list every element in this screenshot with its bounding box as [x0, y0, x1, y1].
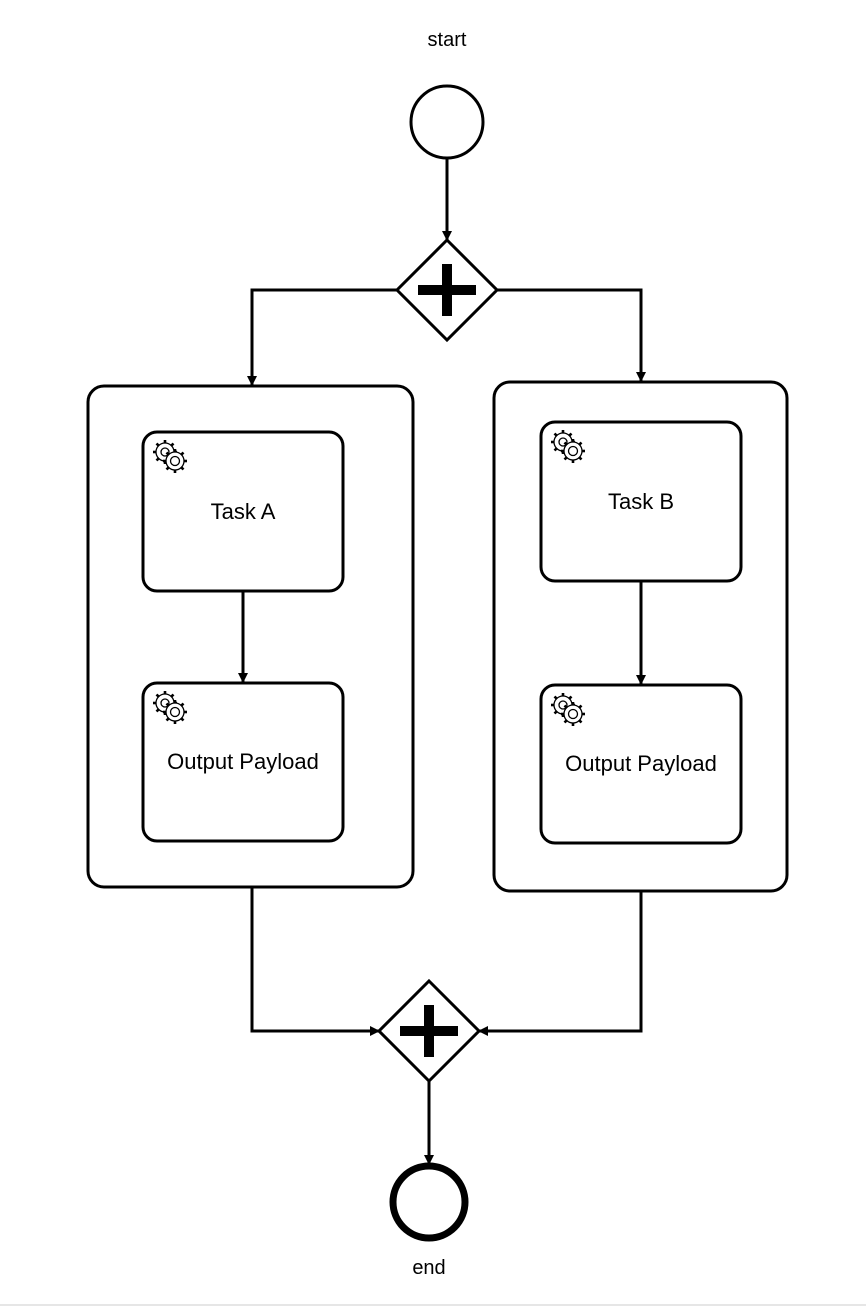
flow-split-to-subprocess-b[interactable]	[497, 288, 646, 382]
flow-subprocess-a-to-join[interactable]	[250, 887, 380, 1036]
task-b-label: Task B	[608, 489, 674, 514]
output-payload-a-label: Output Payload	[167, 749, 319, 774]
end-event-label: end	[412, 1257, 445, 1279]
end-event[interactable]	[389, 1162, 469, 1242]
output-payload-b-label: Output Payload	[565, 751, 717, 776]
task-output-payload-b[interactable]: Output Payload	[539, 683, 743, 845]
task-a[interactable]: Task A	[141, 430, 345, 593]
task-output-payload-a[interactable]: Output Payload	[141, 681, 345, 843]
split-gateway[interactable]	[394, 237, 500, 343]
start-event[interactable]	[409, 84, 485, 160]
flow-subprocess-b-to-join[interactable]	[478, 891, 643, 1036]
task-a-label: Task A	[211, 499, 276, 524]
canvas-bottom-border	[0, 1304, 866, 1306]
parallel-plus-icon-bar	[418, 285, 476, 295]
flow-split-to-subprocess-a[interactable]	[247, 288, 397, 386]
parallel-plus-icon-bar	[400, 1026, 458, 1036]
start-event-label: start	[428, 29, 467, 51]
join-gateway[interactable]	[376, 978, 482, 1084]
task-b[interactable]: Task B	[539, 420, 743, 583]
